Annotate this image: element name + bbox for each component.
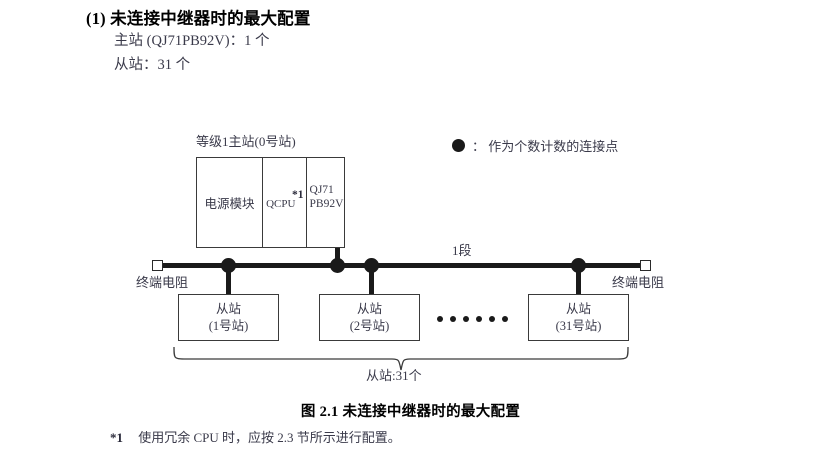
slave1-drop-line <box>226 265 231 295</box>
slave-station-number: (31号站) <box>555 318 602 333</box>
page-title: (1) 未连接中继器时的最大配置 <box>86 9 311 28</box>
cpu-module-cell: QCPU *1 <box>263 158 307 247</box>
filled-circle-icon <box>452 139 465 152</box>
slave2-drop-line <box>369 265 374 295</box>
slave-name: 从站 <box>215 302 241 317</box>
ellipsis-dots-icon <box>437 316 508 322</box>
slave-name: 从站 <box>565 302 591 317</box>
footnote-text: 使用冗余 CPU 时，应按 2.3 节所示进行配置。 <box>138 430 401 445</box>
cpu-footnote-marker: *1 <box>292 189 304 201</box>
terminal-resistor-left-icon <box>152 260 163 271</box>
heading-block: (1) 未连接中继器时的最大配置 主站 (QJ71PB92V)：1 个 从站：3… <box>86 8 686 77</box>
slave-name: 从站 <box>356 302 382 317</box>
terminal-resistor-left-label: 终端电阻 <box>136 275 189 290</box>
spec-line-master: 主站 (QJ71PB92V)：1 个 <box>114 33 270 50</box>
figure-caption: 图 2.1 未连接中继器时的最大配置 <box>300 404 521 420</box>
footnote-marker: *1 <box>110 430 123 445</box>
slave-count-label: 从站:31个 <box>366 368 422 383</box>
cpu-module-label: QCPU <box>266 198 296 210</box>
terminal-resistor-right-label: 终端电阻 <box>612 275 665 290</box>
legend-text: ： 作为个数计数的连接点 <box>472 139 619 154</box>
segment-label: 1段 <box>452 243 472 258</box>
slave-station-number: (1号站) <box>208 318 249 333</box>
connection-node-dot-master <box>330 258 345 273</box>
slave-station-box: 从站 (2号站) <box>319 294 420 341</box>
slave31-drop-line <box>576 265 581 295</box>
bus-trunk-line <box>160 263 644 268</box>
slave-station-number: (2号站) <box>349 318 390 333</box>
power-module-label: 电源模块 <box>204 197 255 211</box>
master-station-label: 等级1主站(0号站) <box>196 134 296 149</box>
spec-line-slave: 从站：31 个 <box>114 56 191 73</box>
legend: ： 作为个数计数的连接点 <box>452 136 618 155</box>
terminal-resistor-right-icon <box>640 260 651 271</box>
slave-station-box: 从站 (1号站) <box>178 294 279 341</box>
slave-station-box: 从站 (31号站) <box>528 294 629 341</box>
footnote: *1 使用冗余 CPU 时，应按 2.3 节所示进行配置。 <box>110 427 401 446</box>
slave-count-brace <box>173 346 629 371</box>
power-module-cell: 电源模块 <box>197 158 264 247</box>
